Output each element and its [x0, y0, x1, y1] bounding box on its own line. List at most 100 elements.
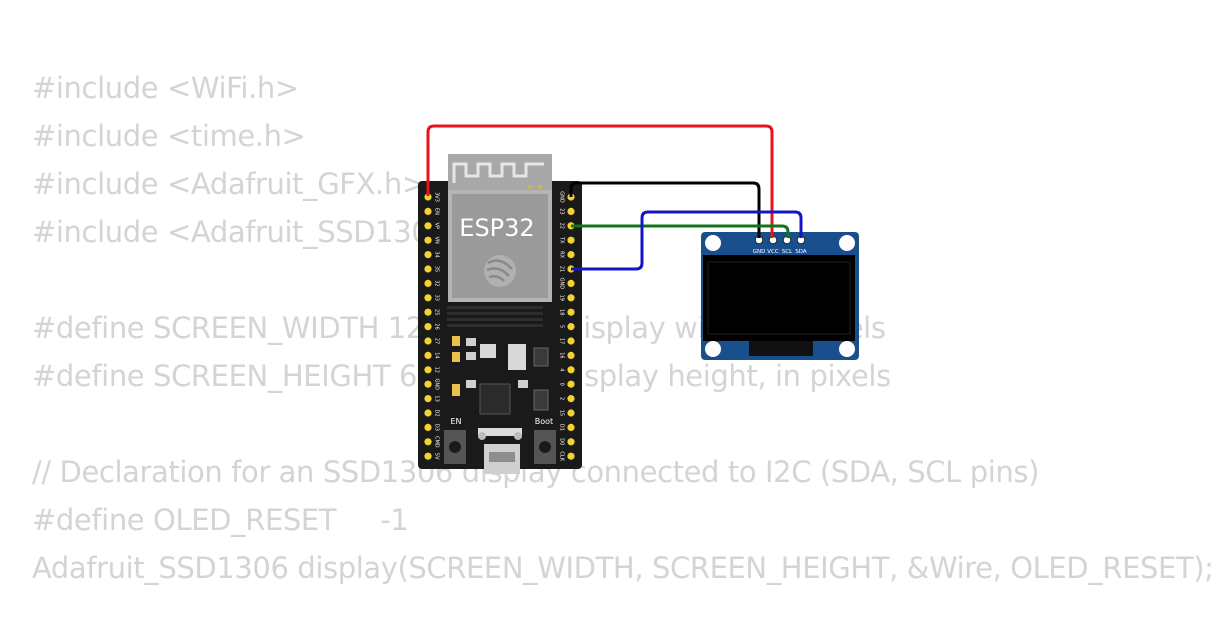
esp32-pin-right-23[interactable]	[567, 207, 575, 215]
esp32-pin-label: VN	[434, 237, 440, 244]
esp32-pin-right-gnd[interactable]	[567, 279, 575, 287]
esp32-pin-left-35[interactable]	[424, 265, 432, 273]
esp32-pin-label: 22	[559, 223, 565, 229]
esp32-pin-label: CLK	[559, 451, 565, 461]
esp32-pin-label: D3	[434, 424, 440, 431]
esp32-pin-label: GND	[559, 191, 565, 203]
esp32-pin-left-3v3[interactable]	[424, 193, 432, 201]
esp32-pin-right-18[interactable]	[567, 308, 575, 316]
code-line: #include <time.h>	[32, 119, 306, 153]
esp32-pin-left-14[interactable]	[424, 351, 432, 359]
oled-pin-label: VCC	[767, 249, 779, 255]
esp32-pin-right-16[interactable]	[567, 351, 575, 359]
esp32-pin-left-34[interactable]	[424, 251, 432, 259]
esp32-pin-left-cmd[interactable]	[424, 438, 432, 446]
esp32-pin-label: 2	[559, 397, 565, 400]
esp32-board[interactable]: ESP32 EN Boot	[418, 154, 582, 474]
esp32-pin-left-27[interactable]	[424, 337, 432, 345]
oled-pin-label: SCL	[782, 249, 793, 255]
esp32-pin-right-d1[interactable]	[567, 423, 575, 431]
esp32-pin-label: VP	[434, 223, 440, 229]
mount-hole	[705, 235, 721, 251]
esp32-pin-left-12[interactable]	[424, 366, 432, 374]
esp32-pin-label: 12	[434, 367, 440, 373]
esp32-pin-label: D1	[559, 424, 565, 431]
esp32-pin-right-5[interactable]	[567, 323, 575, 331]
esp32-pin-label: 0	[559, 383, 565, 386]
wire-22-scl[interactable]	[571, 224, 790, 238]
esp32-pin-label: EN	[434, 208, 440, 215]
esp32-pin-left-33[interactable]	[424, 294, 432, 302]
code-line: #include <Adafruit_GFX.h>	[32, 167, 426, 201]
mount-hole	[839, 341, 855, 357]
esp32-pin-left-en[interactable]	[424, 207, 432, 215]
usb-uart-chip	[479, 383, 511, 415]
espressif-logo-icon	[484, 255, 516, 287]
esp32-pin-left-gnd[interactable]	[424, 380, 432, 388]
esp32-pin-label: GND	[559, 278, 565, 290]
esp32-pin-label: 34	[434, 251, 440, 257]
esp32-pin-left-32[interactable]	[424, 279, 432, 287]
esp32-pin-label: 18	[559, 309, 565, 315]
code-line: #define OLED_RESET -1	[32, 503, 409, 537]
mount-hole	[705, 341, 721, 357]
esp32-pin-right-tx[interactable]	[567, 236, 575, 244]
esp32-pin-label: 19	[559, 295, 565, 301]
esp32-pin-label: 16	[559, 352, 565, 358]
en-button-label: EN	[450, 417, 461, 426]
esp32-pin-right-2[interactable]	[567, 395, 575, 403]
esp32-pin-label: 15	[559, 410, 565, 416]
esp32-pin-right-19[interactable]	[567, 294, 575, 302]
esp32-pin-left-13[interactable]	[424, 395, 432, 403]
esp32-pin-right-0[interactable]	[567, 380, 575, 388]
esp32-left-pin-header: 3V3ENVPVN343532332526271412GND13D2D3CMD5…	[424, 192, 440, 460]
en-button[interactable]	[444, 430, 466, 464]
esp32-pin-left-5v[interactable]	[424, 452, 432, 460]
esp32-pin-right-17[interactable]	[567, 337, 575, 345]
wire-21-sda[interactable]	[571, 210, 803, 271]
code-line: // Declaration for an SSD1306 display co…	[32, 455, 1039, 489]
usb-port-icon	[478, 428, 522, 474]
esp32-pin-right-4[interactable]	[567, 366, 575, 374]
code-line: Adafruit_SSD1306 display(SCREEN_WIDTH, S…	[32, 551, 1214, 585]
esp32-pin-left-d3[interactable]	[424, 423, 432, 431]
esp32-pin-label: 14	[434, 352, 440, 358]
esp32-pin-left-vn[interactable]	[424, 236, 432, 244]
esp32-pin-label: 13	[434, 395, 440, 401]
esp32-pin-label: GND	[434, 378, 440, 390]
esp32-pin-label: TX	[559, 236, 565, 244]
esp32-pin-left-25[interactable]	[424, 308, 432, 316]
oled-ribbon	[749, 341, 813, 356]
code-line: #include <WiFi.h>	[32, 71, 299, 105]
wire-gnd-gnd[interactable]	[569, 181, 761, 238]
esp32-pin-label: 35	[434, 266, 440, 272]
boot-button[interactable]	[534, 430, 556, 464]
esp32-pin-right-rx[interactable]	[567, 251, 575, 259]
oled-screen	[707, 261, 851, 335]
esp32-pin-label: 4	[559, 368, 565, 371]
esp32-pin-right-d0[interactable]	[567, 438, 575, 446]
esp32-pin-right-clk[interactable]	[567, 452, 575, 460]
esp32-pin-label: 26	[434, 323, 440, 329]
antenna-trace	[452, 162, 544, 183]
esp32-pin-left-26[interactable]	[424, 323, 432, 331]
wire-3v3-vcc[interactable]	[426, 124, 774, 238]
esp32-pin-right-15[interactable]	[567, 409, 575, 417]
esp32-pin-label: CMD	[434, 436, 440, 448]
esp32-pin-label: 33	[434, 295, 440, 301]
esp32-pin-left-vp[interactable]	[424, 222, 432, 230]
wires	[426, 124, 803, 271]
esp32-pin-label: 27	[434, 338, 440, 344]
esp32-pin-label: 32	[434, 280, 440, 286]
boot-button-label: Boot	[535, 417, 553, 426]
oled-pin-label: SDA	[795, 249, 807, 255]
oled-pin-label: GND	[753, 249, 766, 255]
esp32-pin-left-d2[interactable]	[424, 409, 432, 417]
esp32-pin-label: D0	[559, 438, 565, 445]
esp32-pin-label: RX	[559, 251, 565, 258]
esp32-antenna	[448, 154, 552, 190]
